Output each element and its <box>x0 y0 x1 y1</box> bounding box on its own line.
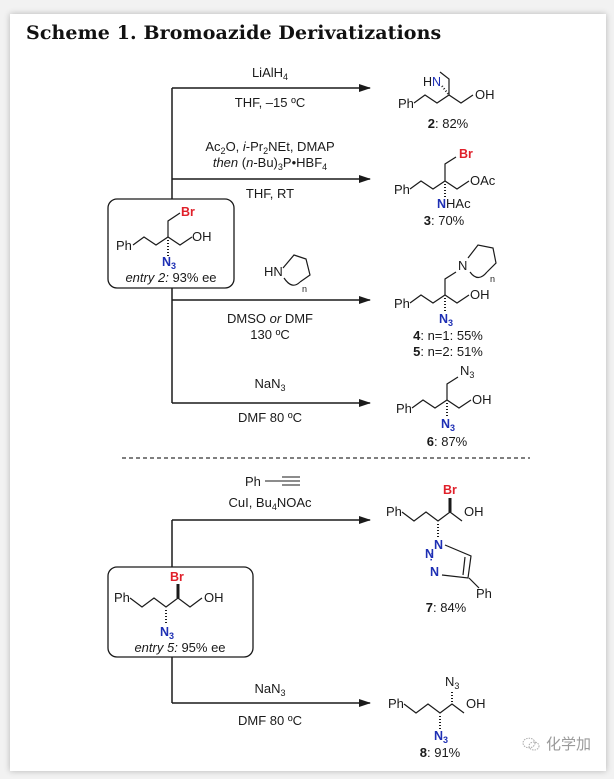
svg-text:Ph: Ph <box>116 238 132 253</box>
svg-text:HN: HN <box>264 264 283 279</box>
product-7-label: 7: 84% <box>426 600 467 615</box>
svg-text:OH: OH <box>464 504 484 519</box>
svg-text:Ph: Ph <box>114 590 130 605</box>
product-6: Ph N3 OH N3 6: 87% <box>396 363 492 449</box>
svg-text:Ph: Ph <box>398 96 414 111</box>
conditions-above-r4: NaN3 <box>254 376 285 393</box>
starting-material-1-box <box>107 198 235 289</box>
svg-text:n: n <box>302 284 307 294</box>
svg-text:OH: OH <box>466 696 486 711</box>
svg-text:N3: N3 <box>460 363 474 380</box>
product-6-label: 6: 87% <box>427 434 468 449</box>
svg-text:Ph: Ph <box>245 474 261 489</box>
product-4-5: Ph N n OH N3 4: n=1: 55% 5: n=2: 51% <box>394 244 497 359</box>
conditions-below-r2: THF, RT <box>246 186 294 201</box>
svg-text:Br: Br <box>170 570 184 584</box>
amine-ring-bonds <box>282 254 311 283</box>
svg-text:N3: N3 <box>160 625 174 641</box>
watermark: 化学加 <box>522 733 591 754</box>
svg-text:N: N <box>425 547 434 561</box>
svg-text:NHAc: NHAc <box>437 196 471 211</box>
ee-label-2: entry 5: 95% ee <box>134 640 225 655</box>
svg-text:N3: N3 <box>439 312 453 328</box>
product-8: Ph N3 OH N3 8: 91% <box>388 674 486 760</box>
svg-text:HN: HN <box>423 75 441 89</box>
starting-material-2-box <box>107 566 254 658</box>
svg-text:Br: Br <box>181 205 195 219</box>
product-8-label: 8: 91% <box>420 745 461 760</box>
svg-text:Ph: Ph <box>394 182 410 197</box>
product-7: Ph Br OH N N N Ph 7: 84% <box>386 483 492 615</box>
manifold-1-branches <box>171 84 371 407</box>
svg-text:n: n <box>490 274 495 284</box>
conditions-above-r1: LiAlH4 <box>252 65 288 82</box>
svg-text:OAc: OAc <box>470 173 496 188</box>
conditions-above-r2-line2: then (n-Bu)3P•HBF4 <box>213 155 327 172</box>
svg-text:N3: N3 <box>162 255 176 271</box>
product-2-label: 2: 82% <box>428 116 469 131</box>
svg-text:Ph: Ph <box>388 696 404 711</box>
reagent-cyclic-amine: HN n <box>264 254 311 294</box>
starting-material-1: Ph Br OH N3 entry 2: 93% ee <box>107 198 235 289</box>
ee-label-1: entry 2: 93% ee <box>125 270 216 285</box>
product-4-label: 4: n=1: 55% <box>413 328 483 343</box>
conditions-above-r5: CuI, Bu4NOAc <box>228 495 312 512</box>
conditions-above-r2-line1: Ac2O, i-Pr2NEt, DMAP <box>205 139 334 156</box>
svg-text:N: N <box>434 538 443 552</box>
svg-text:OH: OH <box>192 229 212 244</box>
conditions-below-r1: THF, –15 ºC <box>235 95 306 110</box>
product-2: Ph HN OH 2: 82% <box>398 71 495 131</box>
product-5-label: 5: n=2: 51% <box>413 344 483 359</box>
svg-text:OH: OH <box>475 87 495 102</box>
svg-text:OH: OH <box>204 590 224 605</box>
svg-text:Ph: Ph <box>476 586 492 601</box>
svg-text:N3: N3 <box>434 729 448 745</box>
manifold-2-branches <box>171 516 371 707</box>
svg-text:N3: N3 <box>441 417 455 433</box>
conditions-above-r6: NaN3 <box>254 681 285 698</box>
watermark-text: 化学加 <box>546 735 592 753</box>
starting-material-2: Ph Br OH N3 entry 5: 95% ee <box>107 566 254 658</box>
svg-text:Br: Br <box>459 147 473 161</box>
svg-text:N: N <box>430 565 439 579</box>
svg-text:Ph: Ph <box>396 401 412 416</box>
svg-text:Ph: Ph <box>394 296 410 311</box>
amine-ring-bracket <box>283 277 301 286</box>
svg-text:OH: OH <box>470 287 490 302</box>
svg-text:OH: OH <box>472 392 492 407</box>
svg-text:N: N <box>458 258 467 273</box>
svg-text:Br: Br <box>443 483 457 497</box>
conditions-below-r3-line1: DMSO or DMF <box>227 311 313 326</box>
scheme-title: Scheme 1. Bromoazide Derivatizations <box>26 22 442 44</box>
product-3-label: 3: 70% <box>424 213 465 228</box>
conditions-below-r4: DMF 80 ºC <box>238 410 302 425</box>
svg-text:N3: N3 <box>445 674 459 691</box>
reagent-phenylacetylene: Ph <box>245 474 300 489</box>
conditions-below-r6: DMF 80 ºC <box>238 713 302 728</box>
wechat-icon <box>522 737 540 751</box>
svg-text:Ph: Ph <box>386 504 402 519</box>
product-3: Ph Br OAc NHAc 3: 70% <box>394 147 496 228</box>
conditions-below-r3-line2: 130 ºC <box>250 327 289 342</box>
